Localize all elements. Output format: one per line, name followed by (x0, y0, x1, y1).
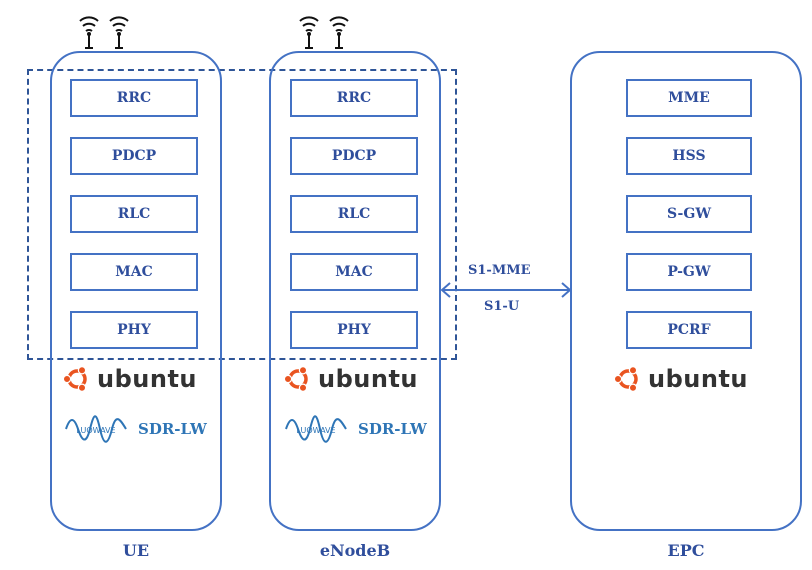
luowave-wave-icon: LUOWAVE (285, 415, 347, 443)
ue-label: UE (122, 541, 150, 560)
epc-node (570, 51, 802, 531)
s1-u-label: S1-U (484, 299, 520, 314)
enodeb-node (269, 51, 441, 531)
ue-ubuntu-logo: ubuntu (63, 365, 197, 393)
epc-component-mme: MME (626, 79, 752, 117)
enodeb-luowave-text: LUOWAVE (296, 426, 335, 435)
epc-label: EPC (667, 541, 705, 560)
enodeb-os-name: ubuntu (318, 365, 418, 393)
ubuntu-icon (284, 366, 308, 392)
luowave-wave-icon: LUOWAVE (65, 415, 127, 443)
enodeb-layer-mac: MAC (290, 253, 418, 291)
ue-layer-rlc: RLC (70, 195, 198, 233)
epc-component-pcrf: PCRF (626, 311, 752, 349)
enodeb-layer-pdcp: PDCP (290, 137, 418, 175)
s1-mme-label: S1-MME (468, 263, 531, 278)
enodeb-layer-phy: PHY (290, 311, 418, 349)
ue-layer-pdcp: PDCP (70, 137, 198, 175)
enodeb-label: eNodeB (319, 541, 391, 560)
ue-layer-rrc: RRC (70, 79, 198, 117)
epc-os-name: ubuntu (648, 365, 748, 393)
epc-component-pgw: P-GW (626, 253, 752, 291)
enodeb-antenna-icon (299, 16, 349, 49)
enodeb-ubuntu-logo: ubuntu (284, 365, 418, 393)
enodeb-sdr-logo: LUOWAVE SDR-LW (284, 409, 427, 449)
ubuntu-icon (63, 366, 87, 392)
epc-ubuntu-logo: ubuntu (614, 365, 748, 393)
ue-sdr-name: SDR-LW (138, 420, 207, 438)
enodeb-layer-rlc: RLC (290, 195, 418, 233)
enodeb-layer-rrc: RRC (290, 79, 418, 117)
ue-luowave-text: LUOWAVE (76, 426, 115, 435)
ue-layer-mac: MAC (70, 253, 198, 291)
ue-node (50, 51, 222, 531)
ue-antenna-icon (79, 16, 129, 49)
ubuntu-icon (614, 366, 638, 392)
epc-component-sgw: S-GW (626, 195, 752, 233)
epc-component-hss: HSS (626, 137, 752, 175)
ue-layer-phy: PHY (70, 311, 198, 349)
ue-os-name: ubuntu (97, 365, 197, 393)
protocol-stack-group (27, 69, 457, 360)
enodeb-sdr-name: SDR-LW (358, 420, 427, 438)
s1-link-arrow (440, 282, 572, 298)
ue-sdr-logo: LUOWAVE SDR-LW (64, 409, 207, 449)
